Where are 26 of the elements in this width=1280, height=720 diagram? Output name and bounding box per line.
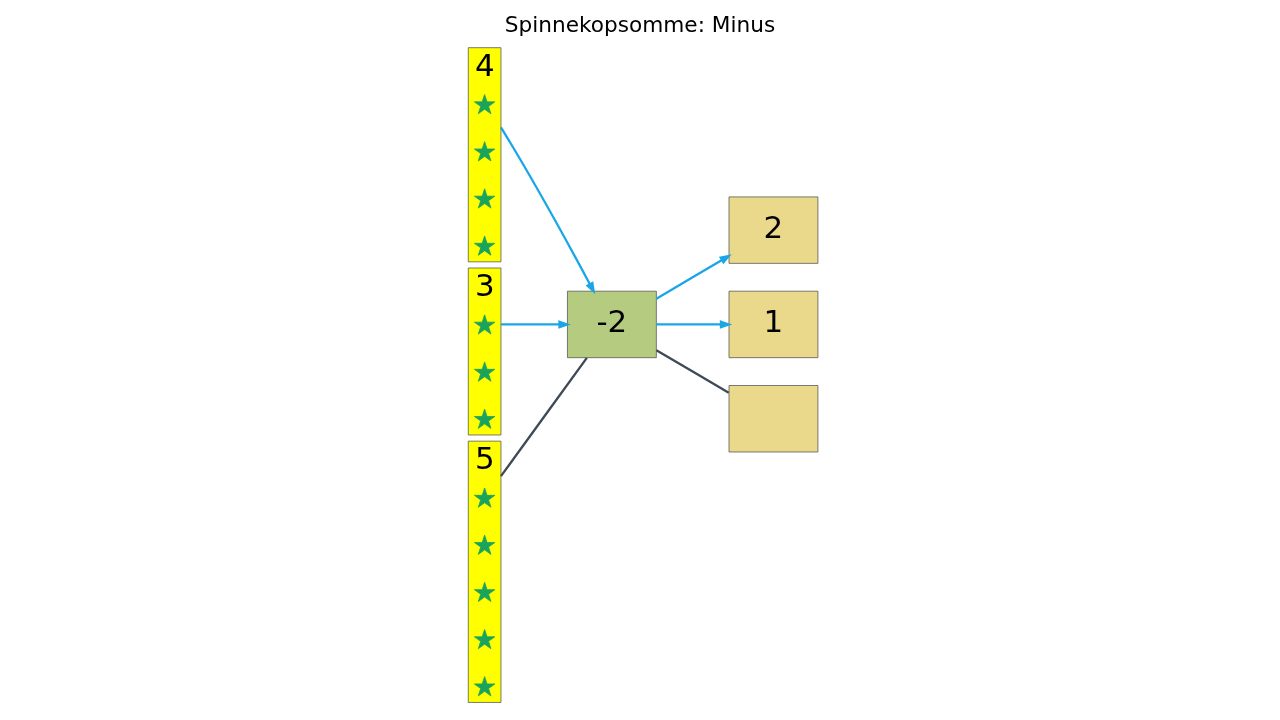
node-star xyxy=(473,94,496,115)
arrow xyxy=(655,254,732,300)
cluster: 3 xyxy=(467,267,502,436)
node-star xyxy=(473,235,496,256)
node-star xyxy=(473,188,496,209)
node-star xyxy=(473,676,496,697)
node-box: 2 xyxy=(728,196,819,264)
node-star xyxy=(473,408,496,429)
arrow xyxy=(499,126,596,295)
connector xyxy=(655,349,730,394)
node-star xyxy=(473,534,496,555)
node-box xyxy=(728,385,819,453)
node-star xyxy=(473,629,496,650)
cluster: 4 xyxy=(467,47,502,263)
node-star xyxy=(473,141,496,162)
diagram-title: Spinnekopsomme: Minus xyxy=(504,11,776,37)
node-box: 1 xyxy=(728,290,819,359)
cluster: 5 xyxy=(467,440,502,703)
node-star xyxy=(473,314,496,335)
arrow xyxy=(500,320,571,329)
node-star xyxy=(473,361,496,382)
node-box: -2 xyxy=(567,290,657,359)
node-star xyxy=(473,581,496,602)
connector xyxy=(500,357,588,477)
arrow xyxy=(656,320,733,329)
node-star xyxy=(473,487,496,508)
